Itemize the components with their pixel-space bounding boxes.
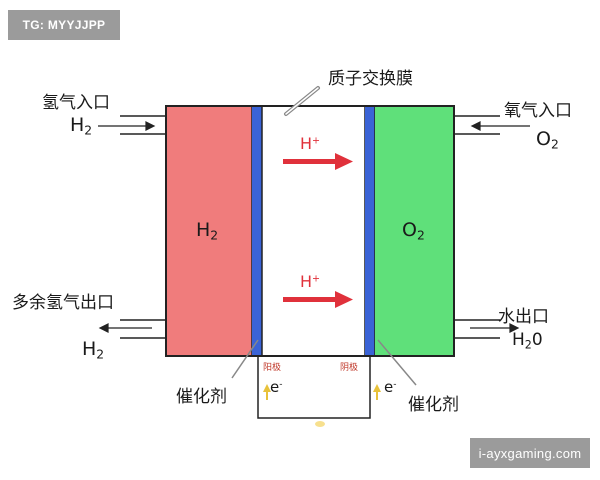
cathode-chamber-label: O2 bbox=[402, 219, 425, 243]
h2-outlet-pipe bbox=[120, 319, 166, 339]
proton-label-top: H+ bbox=[300, 134, 321, 153]
h2-inlet-label: 氢气入口 bbox=[42, 93, 110, 113]
h2-outlet-formula: H2 bbox=[82, 338, 105, 362]
left-catalyst-strip bbox=[252, 107, 262, 355]
membrane-label: 质子交换膜 bbox=[328, 69, 413, 89]
cathode-electrode-label: 阴极 bbox=[340, 363, 359, 373]
water-outlet-arrow bbox=[509, 323, 520, 333]
catalyst-right-label: 催化剂 bbox=[408, 395, 459, 415]
h2-inlet-arrow bbox=[145, 121, 156, 131]
catalyst-left-pointer bbox=[231, 339, 259, 379]
watermark-bottom: i-ayxgaming.com bbox=[470, 438, 590, 468]
catalyst-right-pointer bbox=[377, 339, 417, 386]
water-outlet-label: 水出口 bbox=[498, 307, 549, 327]
electron-right-label: e- bbox=[384, 378, 397, 396]
cathode-chamber bbox=[375, 107, 453, 355]
watermark-top: TG: MYYJJPP bbox=[8, 10, 120, 40]
anode-chamber bbox=[167, 107, 252, 355]
right-catalyst-strip bbox=[365, 107, 375, 355]
catalyst-left-label: 催化剂 bbox=[176, 387, 227, 407]
anode-electrode-label: 阳极 bbox=[263, 363, 282, 373]
electron-left-label: e- bbox=[270, 378, 283, 396]
proton-label-bottom: H+ bbox=[300, 272, 321, 291]
h2-inlet-formula: H2 bbox=[70, 114, 93, 138]
water-outlet-pipe bbox=[454, 319, 500, 339]
proton-arrow-bottom bbox=[335, 291, 353, 308]
o2-inlet-formula: O2 bbox=[536, 128, 559, 152]
excess-h2-outlet-label: 多余氢气出口 bbox=[12, 293, 114, 313]
proton-arrows bbox=[283, 153, 353, 308]
proton-arrow-top bbox=[335, 153, 353, 170]
o2-inlet-label: 氧气入口 bbox=[504, 101, 572, 121]
h2-inlet-pipe bbox=[120, 115, 166, 135]
anode-chamber-label: H2 bbox=[196, 219, 219, 243]
water-outlet-formula: H20 bbox=[512, 330, 543, 352]
o2-inlet-pipe bbox=[454, 115, 500, 135]
o2-inlet-arrow bbox=[470, 121, 481, 131]
h2-outlet-arrow bbox=[98, 323, 109, 333]
external-circuit bbox=[257, 356, 371, 419]
